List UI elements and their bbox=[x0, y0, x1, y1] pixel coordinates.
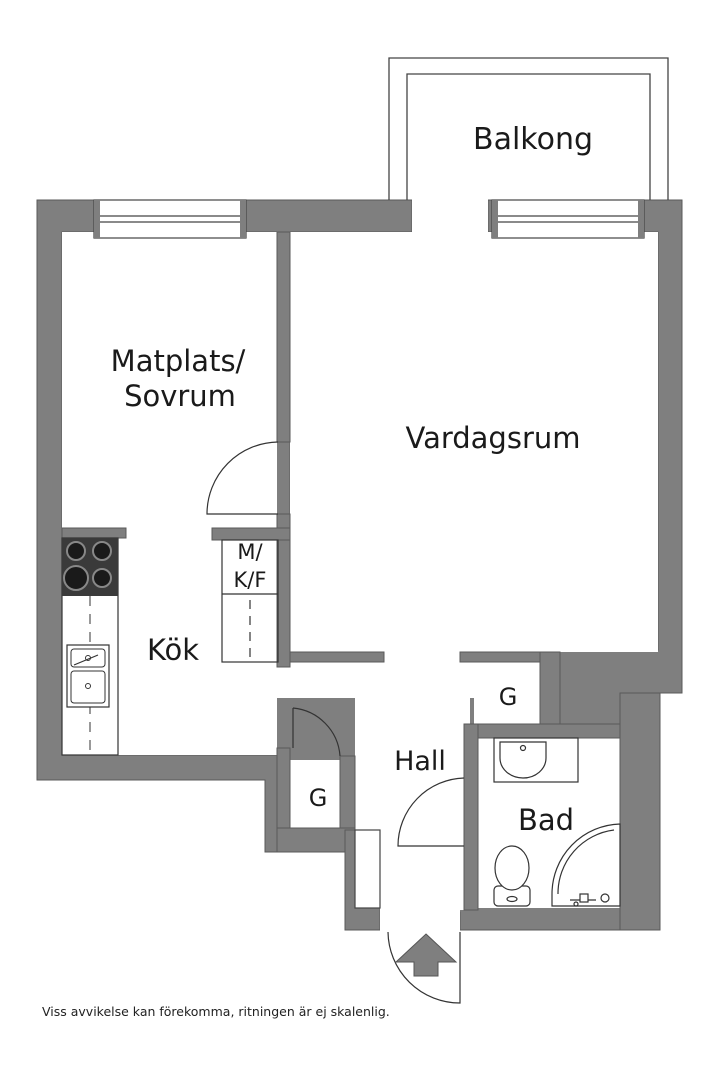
label-bad: Bad bbox=[518, 803, 574, 837]
window-wall-cap-r1 bbox=[240, 200, 246, 238]
closet-frame bbox=[354, 829, 381, 909]
label-g-right: G bbox=[499, 683, 518, 711]
floor-vardagsrum bbox=[290, 232, 658, 652]
wall-matplats-vardagsrum bbox=[276, 231, 291, 443]
wall-vardagsrum-bottom-left bbox=[289, 651, 385, 663]
wall-g-right-bottom bbox=[469, 723, 621, 739]
burner-icon bbox=[63, 565, 89, 591]
label-balkong: Balkong bbox=[473, 122, 593, 157]
balcony-outer bbox=[388, 57, 669, 200]
openings bbox=[355, 830, 460, 932]
door-g-left bbox=[292, 707, 341, 757]
room-labels: Balkong Matplats/ Sovrum Vardagsrum Kök … bbox=[111, 122, 593, 837]
burner-icon bbox=[66, 541, 86, 561]
wall-g-left-bottom bbox=[276, 827, 356, 853]
floor-g-right bbox=[474, 662, 540, 724]
sink-basin-bottom bbox=[70, 670, 106, 704]
windows bbox=[93, 199, 645, 239]
wall-bad-right bbox=[619, 692, 661, 931]
balcony-inner bbox=[406, 73, 651, 200]
wall-kok-top bbox=[61, 527, 127, 539]
washbasin-bowl bbox=[499, 741, 547, 779]
disclaimer-text: Viss avvikelse kan förekomma, ritningen … bbox=[42, 1004, 390, 1019]
window-wall-cap-l2 bbox=[492, 200, 498, 238]
bathroom-fixtures bbox=[493, 737, 621, 907]
entrance-arrow-icon bbox=[394, 933, 458, 977]
floor-g-left bbox=[290, 760, 340, 828]
mkf-cabinet bbox=[221, 539, 279, 663]
label-hall: Hall bbox=[394, 746, 446, 777]
window-vardagsrum bbox=[491, 199, 645, 239]
floor-matplats bbox=[62, 232, 277, 530]
door-entrance bbox=[387, 931, 461, 1004]
label-matplats-line1: Matplats/ bbox=[111, 344, 246, 378]
wall-bad-left bbox=[463, 723, 479, 911]
doors bbox=[206, 441, 465, 1004]
door-bad bbox=[397, 777, 465, 847]
label-kok: Kök bbox=[147, 633, 199, 667]
window-wall-cap-r2 bbox=[638, 200, 644, 238]
balcony-door-gap bbox=[412, 198, 488, 234]
window-wall-cap-l1 bbox=[94, 200, 100, 238]
entrance-opening bbox=[380, 900, 460, 932]
balcony bbox=[388, 57, 669, 200]
wall-g-left-left bbox=[276, 747, 291, 833]
label-vardagsrum: Vardagsrum bbox=[405, 421, 580, 455]
kitchen-counter bbox=[61, 537, 119, 756]
wall-vardagsrum-bottom-right bbox=[459, 651, 541, 663]
label-mkf-line2: K/F bbox=[234, 568, 267, 592]
burner-icon bbox=[92, 568, 112, 588]
closet-opening bbox=[355, 830, 380, 908]
label-matplats-line2: Sovrum bbox=[124, 379, 236, 413]
door-matplats bbox=[206, 441, 279, 515]
label-g-left: G bbox=[309, 784, 328, 812]
toilet-bowl bbox=[494, 845, 530, 891]
shower-icon bbox=[551, 823, 621, 907]
wall-mkf-top bbox=[211, 527, 291, 541]
burner-icon bbox=[92, 541, 112, 561]
mkf-outline bbox=[221, 539, 279, 663]
label-mkf-line1: M/ bbox=[237, 540, 263, 564]
wall-vardagsrum-lower bbox=[276, 513, 291, 668]
window-matplats bbox=[93, 199, 247, 239]
entrance-frame bbox=[354, 829, 381, 909]
